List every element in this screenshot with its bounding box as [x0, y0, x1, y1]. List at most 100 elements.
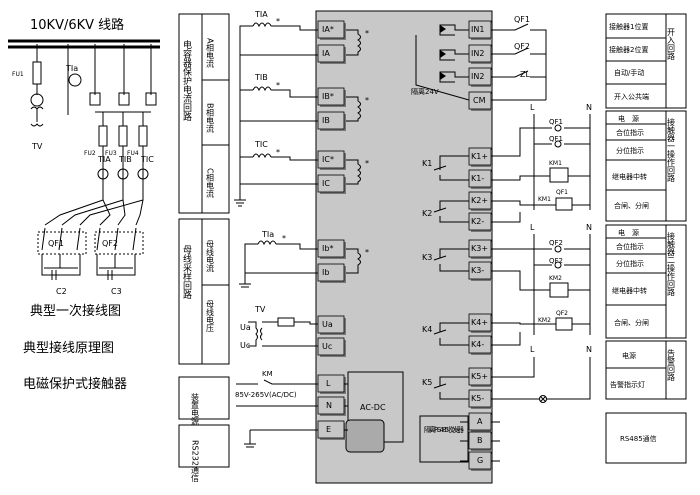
c3-label: C3 [111, 287, 122, 296]
c1-n-label: N [586, 103, 592, 112]
int-star-b: * [365, 96, 369, 105]
c2-row-switch: 合闸、分闸 [614, 318, 649, 327]
current-wiring: TIA * TIB * TIC * * * * * TIa * TV Ua Uc [234, 10, 369, 448]
term-ua: Ua [322, 320, 333, 329]
term-ib-small: Ib [322, 268, 329, 277]
term-k5-plus: K5+ [471, 372, 488, 381]
rs485-comm-label: RS485通信 [620, 434, 657, 443]
c1-fuse2-label: QF1 [549, 135, 563, 143]
row-bus-voltage: 母线电压 [206, 300, 215, 333]
alarm-l-label: L [530, 345, 535, 354]
primary-caption: 典型一次接线图 [30, 303, 121, 319]
term-g: G [477, 456, 483, 465]
c1-row-close-ind: 合位指示 [616, 128, 644, 137]
in-qf2-label: QF2 [514, 42, 530, 51]
contactor2-circuit: L N QF2 QF2 KM2 KM2 QF2 [491, 223, 592, 346]
db9-connector [345, 419, 385, 453]
k4-label: K4 [422, 325, 432, 334]
int-star-c: * [365, 159, 369, 168]
c1-row-switch: 合闸、分闸 [614, 201, 649, 210]
wire-ua-label: Ua [240, 323, 251, 332]
in-row-3: 自动/手动 [614, 68, 644, 77]
term-in2-a: IN2 [471, 49, 484, 58]
c2-row-close-ind: 合位指示 [616, 242, 644, 251]
row-c-current: C相电流 [206, 168, 215, 199]
int-star-ib: * [365, 248, 369, 257]
k2-label: K2 [422, 209, 432, 218]
term-ic: IC [322, 179, 330, 188]
term-e: E [326, 425, 331, 434]
in-row-1: 接触器1位置 [609, 22, 648, 31]
c1-row-power: 电 源 [618, 114, 639, 123]
tv-label: TV [31, 142, 43, 151]
term-cm: CM [473, 96, 486, 105]
supply-label: 85V-265V(AC/DC) [235, 391, 297, 399]
input-contacts: QF1 QF2 ZL [491, 15, 547, 101]
k1-label: K1 [422, 159, 432, 168]
rs232-label: RS232通信 [191, 440, 200, 483]
term-k2-minus: K2- [471, 217, 484, 226]
title-line-1: 典型接线原理图 [23, 340, 114, 356]
c2-row-open-ind: 分位指示 [616, 259, 644, 268]
c2-n-label: N [586, 223, 592, 232]
term-in1: IN1 [471, 25, 484, 34]
row-a-current: A相电流 [206, 38, 215, 69]
km2-label: KM2 [549, 275, 562, 282]
wire-tia-label: TIA [254, 10, 268, 19]
in-qf1-label: QF1 [514, 15, 530, 24]
k3-label: K3 [422, 253, 432, 262]
c1-km-label: KM1 [538, 196, 551, 203]
acdc-label: AC-DC [360, 403, 386, 412]
term-in2-b: IN2 [471, 72, 484, 81]
capacitor-c2: C2 [41, 254, 81, 296]
right-table: 接触器1位置 接触器2位置 自动/手动 开入公共端 开入回路 电 源 合位指示 … [605, 13, 687, 464]
term-k3-minus: K3- [471, 266, 484, 275]
qf2-switch: QF2 [94, 227, 144, 255]
term-k3-plus: K3+ [471, 244, 488, 253]
c2-row-power: 电 源 [618, 228, 639, 237]
term-k2-plus: K2+ [471, 196, 488, 205]
row-bus-current: 母线电流 [206, 240, 215, 273]
inputs-group-label: 开入回路 [667, 28, 676, 60]
qf1-label: QF1 [48, 239, 64, 248]
ct-b-label: TIB [118, 155, 132, 164]
relay-outputs: K1 K2 K3 K4 K5 [422, 155, 469, 462]
km1-coil [549, 167, 569, 183]
c2-l-label: L [530, 223, 535, 232]
primary-diagram: 10KV/6KV 线路 FU1 TV TIa FU2 FU3 FU4 [8, 17, 160, 392]
fu3-label: FU3 [105, 150, 117, 157]
group1-label: 电容器保护电流回路 [181, 39, 192, 122]
term-ib: IB [322, 116, 330, 125]
wire-tic-label: TIC [254, 140, 268, 149]
qf1-switch: QF1 [37, 227, 87, 255]
term-ia: IA [322, 49, 330, 58]
c1-fuse1-label: QF1 [549, 118, 563, 126]
fu4-label: FU4 [127, 150, 139, 157]
group2-label: 母线采样回路 [181, 245, 192, 300]
qf2-label: QF2 [102, 239, 118, 248]
power-label: 装置电源 [191, 392, 200, 426]
tv-transformer [30, 93, 44, 107]
wire-tia-small-label: TIa [261, 230, 274, 239]
fu1-label: FU1 [12, 71, 24, 78]
k5-label: K5 [422, 378, 432, 387]
wire-tib-label: TIB [254, 73, 268, 82]
c2-label: C2 [56, 287, 67, 296]
c2-row-relay: 继电器中转 [612, 286, 647, 295]
rs485-iso-label: 隔离RS485收发器 [424, 425, 464, 434]
bus-label: 10KV/6KV 线路 [30, 17, 124, 33]
tia-star: * [276, 17, 280, 26]
opto-inputs [415, 24, 470, 101]
alarm-n-label: N [586, 345, 592, 354]
fu2-label: FU2 [84, 150, 96, 157]
ct-a-label: TIA [97, 155, 111, 164]
term-k4-plus: K4+ [471, 318, 488, 327]
term-k5-minus: K5- [471, 394, 484, 403]
c1-l-label: L [530, 103, 535, 112]
alarm-circuit: L N [491, 345, 592, 462]
tia-ct [68, 73, 82, 87]
c2-fuse1-label: QF2 [549, 239, 563, 247]
left-table: 电容器保护电流回路 A相电流 B相电流 C相电流 母线采样回路 母线电流 母线电… [178, 13, 230, 483]
arrester-group [89, 92, 157, 106]
